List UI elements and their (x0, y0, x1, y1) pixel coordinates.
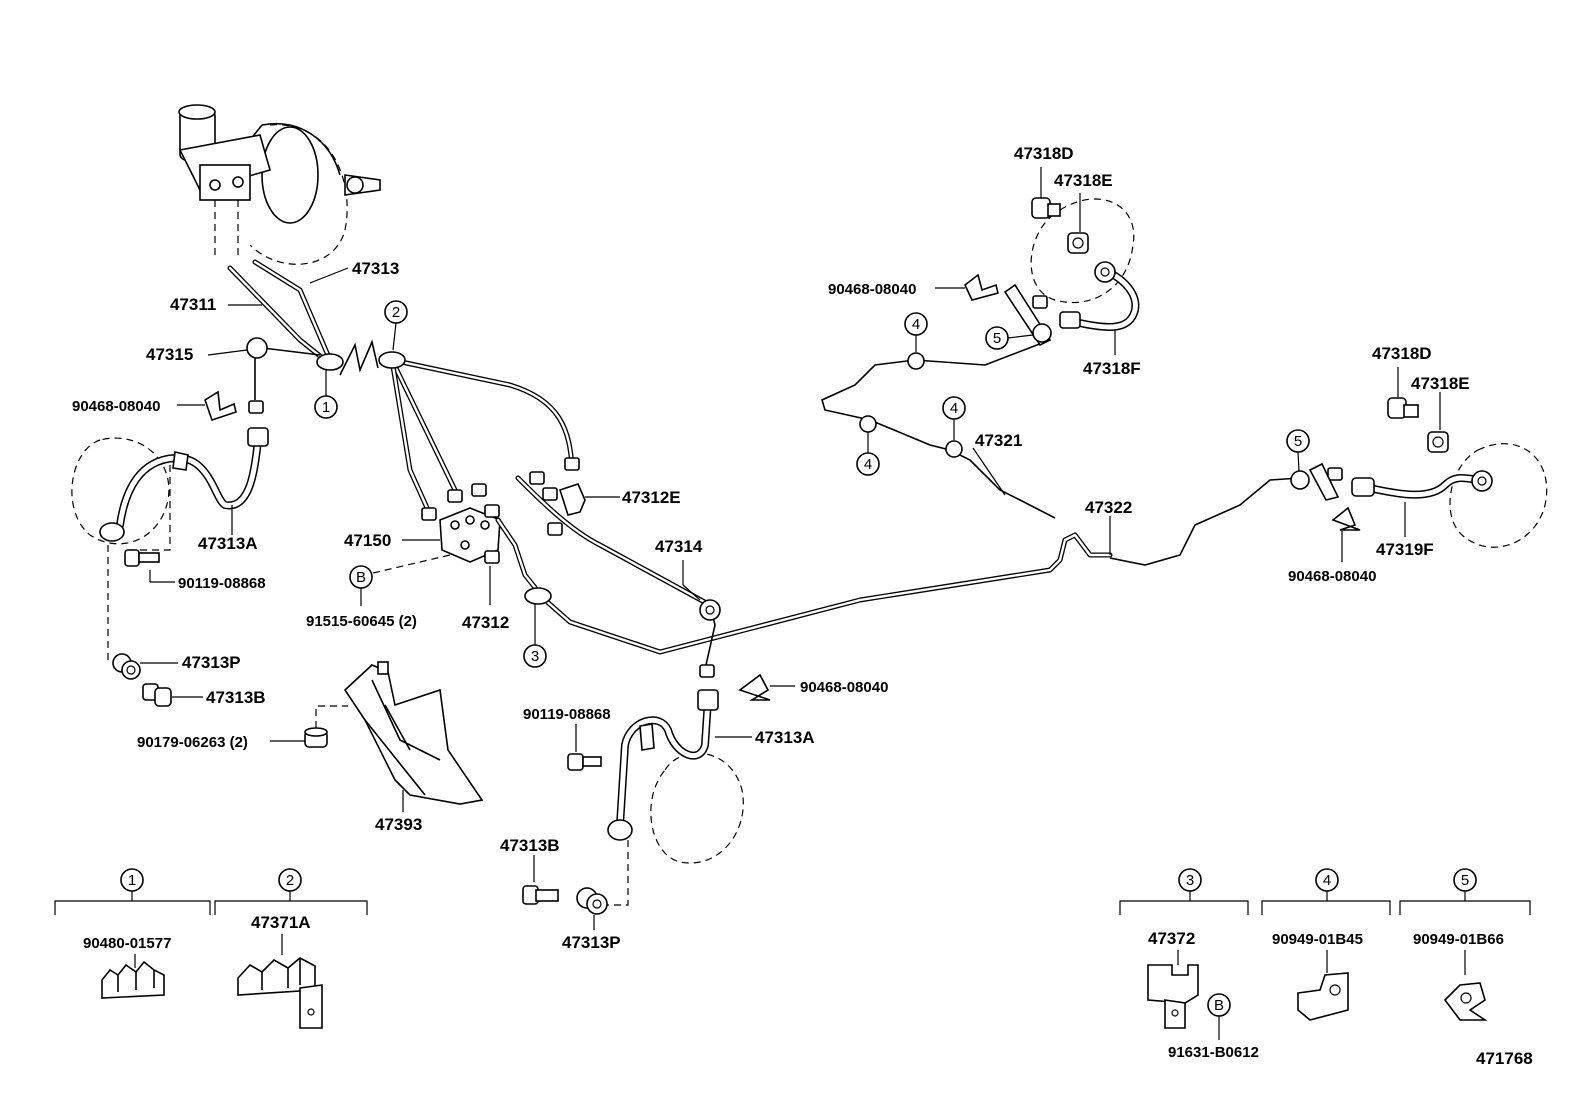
washer-47313P-mid (576, 887, 608, 915)
bolt-47313B-mid (522, 885, 559, 905)
label-91631-B0612: 91631-B0612 (1168, 1044, 1259, 1061)
label-47371A: 47371A (251, 913, 311, 932)
callout-4-a-text: 4 (912, 316, 920, 333)
callout-B-left: B (349, 554, 451, 606)
label-47312: 47312 (462, 613, 509, 632)
legend-clip-5: 5 90949-01B66 (1399, 868, 1531, 1021)
callout-5-top-text: 5 (993, 330, 1001, 347)
label-90468-08040-left: 90468-08040 (72, 398, 160, 415)
label-90119-08868-mid: 90119-08868 (523, 706, 611, 723)
label-90468-08040-top: 90468-08040 (828, 281, 916, 298)
clip-90468-top (964, 273, 999, 301)
callout-5-top: 5 (985, 326, 1034, 350)
callout-4-b: 4 (942, 396, 966, 458)
callout-5-right: 5 (1286, 429, 1310, 472)
clip-90468-left (204, 390, 264, 422)
bolt-47313B-left (142, 683, 172, 707)
shield-47393 (343, 661, 484, 805)
callout-1-text: 1 (322, 399, 330, 416)
left-front-hose-assembly (71, 427, 269, 660)
nut-90179 (304, 727, 328, 748)
legend-clip-4: 4 90949-01B45 (1261, 868, 1391, 1021)
callout-4-c-text: 4 (864, 456, 872, 473)
legend-clip-1: 1 90480-01577 (54, 868, 211, 999)
washer-47313P-left (112, 653, 141, 680)
legend-clip-3: 3 47372 B 91631-B0612 (1119, 868, 1259, 1061)
label-47318D-right: 47318D (1372, 344, 1432, 363)
callout-3-text: 3 (531, 648, 539, 665)
legend-clip-2: 2 47371A (214, 868, 368, 1029)
bolt-90119-left (124, 549, 160, 567)
label-47318E-top: 47318E (1054, 171, 1113, 190)
legend-callout-5-text: 5 (1461, 872, 1469, 889)
callout-4-b-text: 4 (950, 400, 958, 417)
label-47150: 47150 (344, 531, 391, 550)
label-47322: 47322 (1085, 498, 1132, 517)
callout-B-text: B (356, 569, 366, 586)
callout-4-a: 4 (904, 312, 928, 370)
label-90179-06263: 90179-06263 (2) (137, 734, 248, 751)
bracket-47312E (529, 471, 586, 516)
label-47318D-top: 47318D (1014, 144, 1074, 163)
legend-callout-2-text: 2 (286, 872, 294, 889)
label-47318F: 47318F (1083, 359, 1141, 378)
diagram-id: 471768 (1476, 1049, 1533, 1068)
label-47314: 47314 (655, 537, 703, 556)
callout-3-mid: 3 (523, 604, 547, 668)
label-47319F: 47319F (1376, 540, 1434, 559)
label-47393: 47393 (375, 815, 422, 834)
fitting-47314 (699, 599, 721, 621)
proportioning-valve-47150 (421, 457, 580, 564)
callout-1-upper: 1 (314, 370, 338, 419)
label-90949-01B45: 90949-01B45 (1272, 931, 1363, 948)
callout-2-text: 2 (392, 304, 400, 321)
rear-wheel-right-upper-assembly (1003, 197, 1140, 347)
legend-callout-B-text: B (1214, 997, 1224, 1014)
label-47315: 47315 (146, 345, 193, 364)
clip-group-near-master (246, 337, 406, 376)
callout-5-right-text: 5 (1294, 433, 1302, 450)
legend-callout-3-text: 3 (1186, 872, 1194, 889)
clip-90468-mid (699, 664, 771, 701)
label-47313B-mid: 47313B (500, 836, 560, 855)
label-47313A-left: 47313A (198, 534, 258, 553)
label-90468-08040-mid: 90468-08040 (800, 679, 888, 696)
rear-wheel-right-assembly (1290, 397, 1548, 548)
label-90949-01B66: 90949-01B66 (1413, 931, 1504, 948)
label-90480-01577: 90480-01577 (83, 935, 171, 952)
label-47312E: 47312E (622, 488, 681, 507)
label-47313A-mid: 47313A (755, 728, 815, 747)
label-47311: 47311 (170, 295, 216, 314)
bolt-90119-mid (567, 753, 602, 771)
front-brake-lines (227, 259, 575, 513)
callout-2-upper: 2 (384, 300, 408, 351)
callout-4-c: 4 (856, 415, 880, 476)
label-47318E-right: 47318E (1411, 374, 1470, 393)
label-47313P-left: 47313P (182, 653, 241, 672)
rear-left-hose-assembly (605, 689, 744, 906)
legend-callout-4-text: 4 (1323, 872, 1331, 889)
label-90119-08868-left: 90119-08868 (178, 575, 266, 592)
label-47313B-left: 47313B (206, 688, 266, 707)
label-47313: 47313 (352, 259, 399, 278)
label-90468-08040-right: 90468-08040 (1288, 568, 1376, 585)
master-cylinder-booster-illustration (178, 104, 381, 265)
label-47372: 47372 (1148, 929, 1195, 948)
label-47321: 47321 (975, 431, 1022, 450)
legend-callout-1-text: 1 (128, 872, 136, 889)
rear-brake-main-line (495, 339, 1301, 666)
label-91515-60645: 91515-60645 (2) (306, 613, 417, 630)
label-47313P-mid: 47313P (562, 933, 621, 952)
